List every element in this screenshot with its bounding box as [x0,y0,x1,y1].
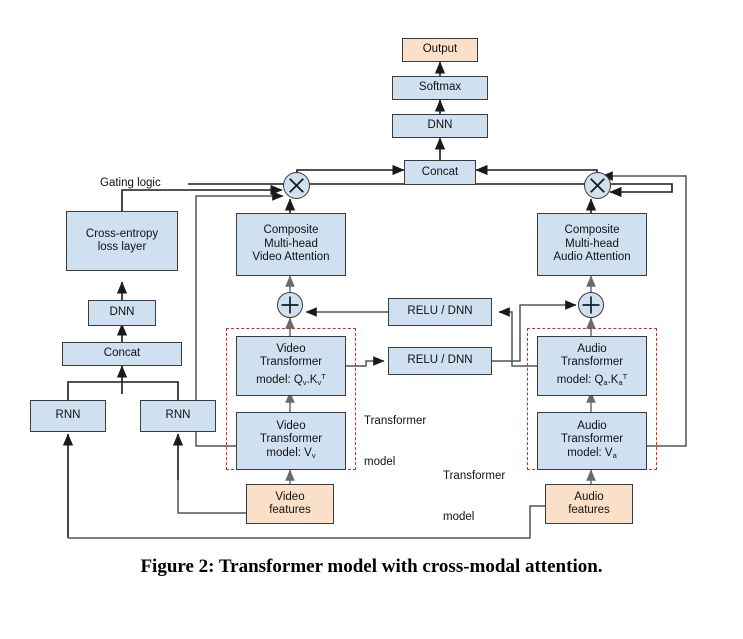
node-cross-entropy-loss-layer: Cross-entropy loss layer [66,211,178,271]
node-softmax: Softmax [392,76,488,100]
figure-caption: Figure 2: Transformer model with cross-m… [140,556,603,577]
multiply-icon [590,178,605,193]
audio-v-line-2: Transformer [560,433,624,446]
node-audio-transformer-qk: Audio Transformer model: Qa.KaT [537,336,647,396]
audio-features-line-1: Audio [574,490,604,503]
node-concat-top-label: Concat [421,165,459,178]
audio-qk-line-2: Transformer [560,356,624,369]
audio-qk-line-3: model: Qa.KaT [556,371,628,387]
audio-qk-line-1: Audio [577,342,607,355]
node-concat-left: Concat [62,342,182,366]
transformer-model-label-video: Transformer model [364,388,426,496]
gating-logic-label: Gating logic [100,177,161,189]
node-video-transformer-v: Video Transformer model: Vv [236,412,346,470]
multiply-operator-audio [584,172,611,199]
video-v-line-2: Transformer [259,433,323,446]
node-rnn-right: RNN [140,400,216,432]
composite-video-line-2: Multi-head [264,237,318,250]
plus-icon [281,296,299,314]
node-audio-transformer-v: Audio Transformer model: Va [537,412,647,470]
node-concat-top: Concat [404,160,476,185]
relu-dnn-upper-label: RELU / DNN [407,305,473,318]
multiply-operator-video [283,172,310,199]
node-rnn-right-label: RNN [165,409,191,422]
node-concat-left-label: Concat [103,347,141,360]
node-dnn-top: DNN [392,114,488,138]
composite-video-line-1: Composite [263,224,319,237]
multiply-icon [289,178,304,193]
cross-entropy-line-2: loss layer [97,241,147,253]
video-features-line-2: features [269,504,311,516]
node-softmax-label: Softmax [418,81,462,94]
transformer-model-audio-line-2: model [443,510,475,523]
transformer-model-audio-line-1: Transformer [443,470,506,482]
video-v-line-3: model: Vv [266,446,316,460]
transformer-model-video-line-1: Transformer [364,415,427,427]
audio-v-line-3: model: Va [567,446,617,460]
architecture-diagram: Output Softmax DNN Concat [30,38,687,551]
node-composite-multihead-audio-attention: Composite Multi-head Audio Attention [537,213,647,276]
node-dnn-left-label: DNN [109,306,135,319]
node-dnn-left: DNN [88,300,156,326]
node-relu-dnn-upper: RELU / DNN [388,298,492,326]
composite-audio-line-2: Multi-head [565,237,619,250]
audio-features-line-2: features [568,504,610,516]
cross-entropy-line-1: Cross-entropy [85,227,159,240]
node-audio-features: Audio features [545,484,633,524]
node-output: Output [402,38,478,62]
node-rnn-left: RNN [30,400,106,432]
plus-icon [582,296,600,314]
video-qk-line-1: Video [276,342,306,355]
node-relu-dnn-lower: RELU / DNN [388,347,492,375]
plus-operator-audio [578,292,604,318]
plus-operator-video [277,292,303,318]
composite-audio-line-1: Composite [564,224,620,237]
video-qk-line-2: Transformer [259,356,323,369]
node-video-features: Video features [246,484,334,524]
node-rnn-left-label: RNN [55,409,81,422]
composite-video-line-3: Video Attention [252,251,330,264]
video-features-line-1: Video [275,490,305,503]
video-v-line-1: Video [276,419,306,432]
transformer-model-video-line-2: model [364,455,396,468]
node-output-label: Output [422,43,458,56]
transformer-model-label-audio: Transformer model [443,443,505,551]
node-video-transformer-qk: Video Transformer model: Qv.KvT [236,336,346,396]
audio-v-line-1: Audio [577,419,607,432]
video-qk-line-3: model: Qv.KvT [256,371,326,387]
composite-audio-line-3: Audio Attention [553,251,631,264]
node-composite-multihead-video-attention: Composite Multi-head Video Attention [236,213,346,276]
relu-dnn-lower-label: RELU / DNN [407,354,473,367]
node-dnn-top-label: DNN [427,119,453,132]
